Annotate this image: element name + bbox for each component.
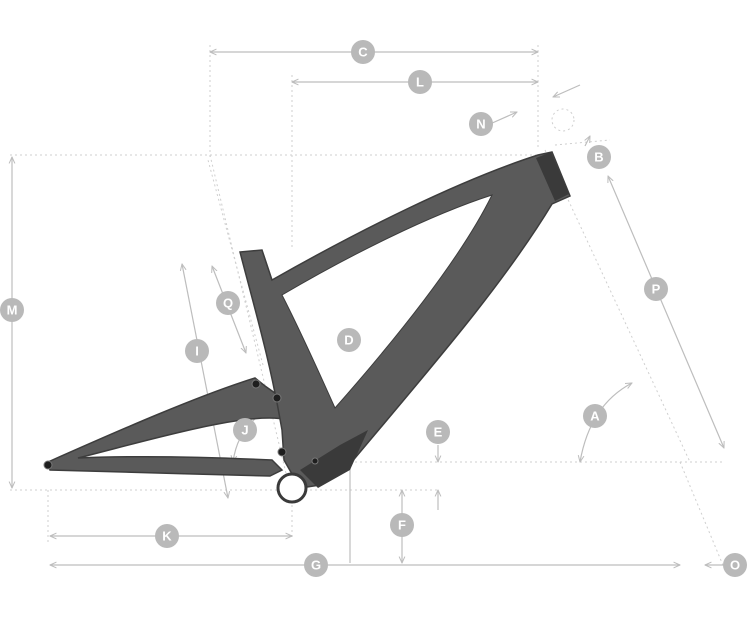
rear-axle-bolt [43, 460, 53, 470]
label-j: J [233, 418, 257, 442]
svg-text:G: G [311, 558, 321, 573]
svg-text:C: C [358, 45, 368, 60]
label-k: K [155, 524, 179, 548]
svg-text:E: E [434, 425, 443, 440]
label-l: L [408, 70, 432, 94]
bike-frame [43, 151, 571, 504]
svg-text:J: J [241, 423, 248, 438]
svg-text:I: I [195, 344, 199, 359]
svg-text:Q: Q [223, 296, 233, 311]
svg-text:K: K [162, 529, 172, 544]
svg-text:A: A [590, 409, 600, 424]
front-triangle-opening [281, 194, 493, 409]
dim-line-n2 [553, 84, 581, 98]
pivot-bolt [251, 379, 261, 389]
pivot-bolt [272, 393, 282, 403]
svg-text:N: N [476, 117, 485, 132]
label-n: N [469, 112, 493, 136]
label-e: E [426, 420, 450, 444]
label-o: O [723, 553, 747, 577]
label-g: G [304, 553, 328, 577]
dim-line-p [608, 176, 724, 448]
dimension-labels: C L N B M Q I D P A J E F K G O [0, 40, 747, 577]
label-p: P [644, 277, 668, 301]
svg-text:P: P [652, 282, 661, 297]
label-a: A [583, 404, 607, 428]
dim-line-b [585, 136, 590, 147]
label-b: B [587, 145, 611, 169]
svg-text:M: M [7, 303, 18, 318]
label-d: D [337, 328, 361, 352]
label-i: I [185, 339, 209, 363]
pivot-bolt [311, 457, 319, 465]
seat-stay [47, 377, 290, 477]
dim-line-n [489, 111, 517, 125]
label-f: F [390, 513, 414, 537]
head-tube [536, 152, 569, 201]
pivot-bolt [277, 447, 287, 457]
svg-text:L: L [416, 75, 424, 90]
bottom-bracket-area [300, 430, 368, 488]
svg-text:D: D [344, 333, 353, 348]
svg-text:F: F [398, 518, 406, 533]
svg-text:B: B [594, 150, 603, 165]
label-m: M [0, 298, 24, 322]
label-c: C [351, 40, 375, 64]
svg-text:O: O [730, 558, 740, 573]
bottom-bracket-shell [276, 472, 308, 504]
label-q: Q [216, 291, 240, 315]
